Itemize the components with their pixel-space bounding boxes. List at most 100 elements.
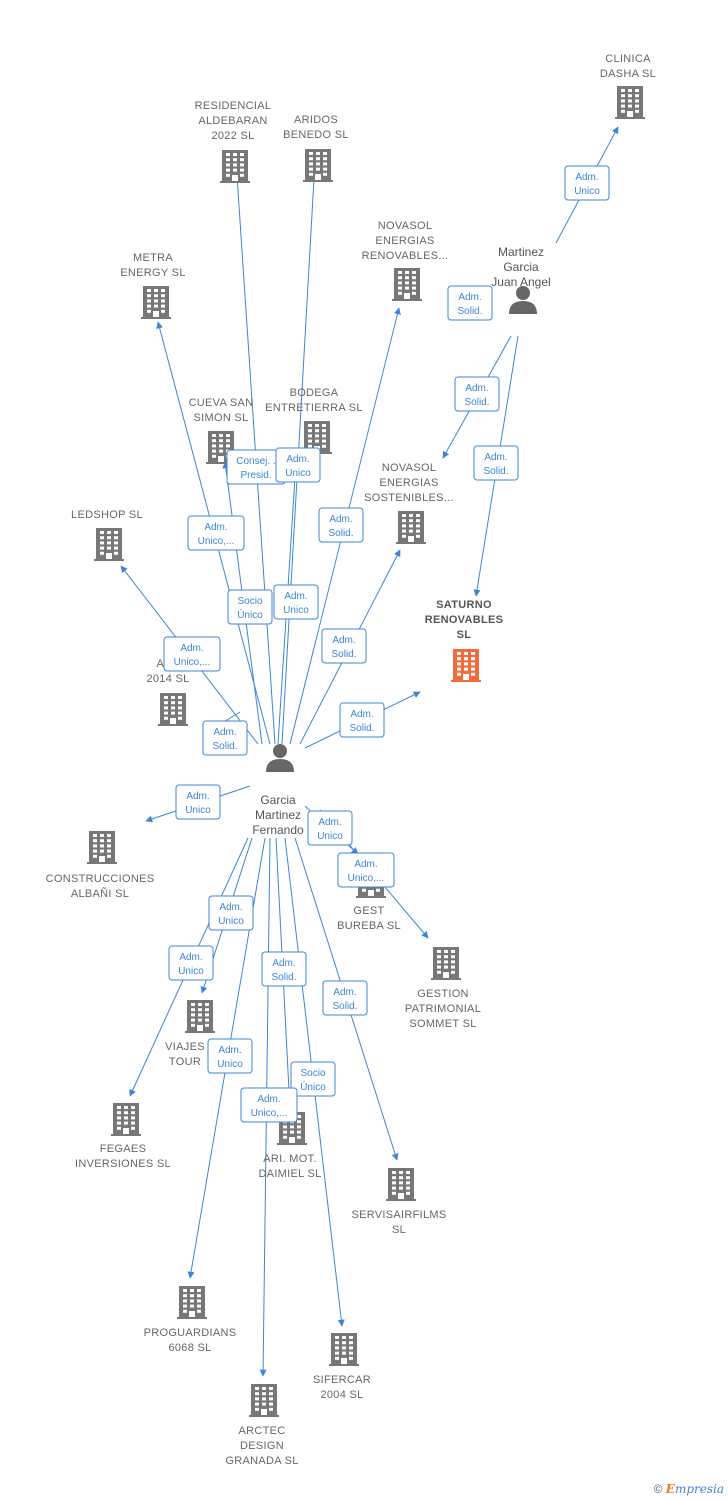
company-node-proguardians[interactable]: PROGUARDIANS 6068 SL	[144, 1286, 237, 1354]
relation-badge-r_aridos[interactable]: Adm.Unico	[273, 584, 319, 620]
footer-brand[interactable]: © Empresia	[654, 1482, 724, 1496]
company-label[interactable]: CONSTRUCCIONES	[46, 873, 155, 885]
building-icon[interactable]	[392, 268, 422, 301]
person-label[interactable]: Juan Angel	[491, 275, 550, 289]
company-label[interactable]: GEST	[353, 905, 384, 917]
relation-badge-r_prog[interactable]: Adm.Unico	[207, 1038, 253, 1074]
company-label[interactable]: BENEDO SL	[283, 129, 349, 141]
relation-badge-r_viajes[interactable]: Adm.Unico	[208, 895, 254, 931]
company-label[interactable]: DESIGN	[240, 1440, 284, 1452]
company-label[interactable]: ENTRETIERRA SL	[265, 402, 363, 414]
building-icon[interactable]	[249, 1384, 279, 1417]
company-label[interactable]: SOSTENIBLES...	[364, 492, 454, 504]
company-node-residencial[interactable]: RESIDENCIAL ALDEBARAN 2022 SL	[195, 100, 272, 183]
relation-badge-r_gest[interactable]: Adm.Unico	[307, 810, 353, 846]
company-node-novasol_sos[interactable]: NOVASOL ENERGIAS SOSTENIBLES...	[364, 462, 454, 544]
company-label[interactable]: NOVASOL	[378, 220, 432, 232]
company-node-metra[interactable]: METRA ENERGY SL	[120, 252, 185, 319]
building-icon[interactable]	[431, 947, 461, 980]
company-node-gestion[interactable]: GESTION PATRIMONIAL SOMMET SL	[405, 947, 481, 1030]
company-label[interactable]: DASHA SL	[600, 68, 656, 80]
building-icon[interactable]	[94, 528, 124, 561]
company-node-saturno[interactable]: SATURNO RENOVABLES SL	[425, 599, 504, 682]
company-label[interactable]: SATURNO	[436, 599, 492, 611]
company-node-servis[interactable]: SERVISAIRFILMS SL	[351, 1168, 446, 1236]
relation-badge-r_metra[interactable]: Adm.Unico,...	[187, 515, 245, 551]
relation-badge-r_clinica[interactable]: Adm.Unico	[564, 165, 610, 201]
building-icon[interactable]	[111, 1103, 141, 1136]
relation-badge-r_novasol_f[interactable]: Adm.Solid.	[318, 507, 364, 543]
building-icon[interactable]	[329, 1333, 359, 1366]
company-label[interactable]: ENERGY SL	[120, 267, 185, 279]
building-icon[interactable]	[615, 86, 645, 119]
company-label[interactable]: SERVISAIRFILMS	[351, 1209, 446, 1221]
company-label[interactable]: INVERSIONES SL	[75, 1158, 171, 1170]
company-node-construcciones[interactable]: CONSTRUCCIONES ALBAÑI SL	[46, 831, 155, 900]
company-label[interactable]: FEGAES	[100, 1143, 146, 1155]
company-label[interactable]: RENOVABLES...	[362, 250, 449, 262]
relation-badge-r_arctec[interactable]: Adm.Unico,...	[240, 1087, 298, 1123]
building-icon[interactable]	[303, 149, 333, 182]
relation-badge-r_ari[interactable]: Adm.Solid.	[261, 951, 307, 987]
company-label[interactable]: ARI. MOT.	[263, 1153, 316, 1165]
relation-badge-r_bodega[interactable]: Adm.Unico	[275, 447, 321, 483]
company-label[interactable]: CLINICA	[605, 53, 651, 65]
company-label[interactable]: SL	[457, 629, 472, 641]
company-label[interactable]: DAIMIEL SL	[258, 1168, 321, 1180]
relation-badge-r_servis[interactable]: Adm.Solid.	[322, 980, 368, 1016]
company-label[interactable]: METRA	[133, 252, 173, 264]
building-icon[interactable]	[158, 693, 188, 726]
company-node-ledshop[interactable]: LEDSHOP SL	[71, 509, 143, 561]
company-label[interactable]: SIMON SL	[194, 412, 249, 424]
company-label[interactable]: ENERGIAS	[379, 477, 438, 489]
company-label[interactable]: 2022 SL	[211, 130, 254, 142]
company-label[interactable]: BODEGA	[290, 387, 339, 399]
company-label[interactable]: ARCTEC	[238, 1425, 285, 1437]
company-label[interactable]: ALDEBARAN	[198, 115, 267, 127]
relation-badge-r_juan_sat[interactable]: Adm.Solid.	[473, 445, 519, 481]
building-icon[interactable]	[185, 1000, 215, 1033]
relation-badge-r_gestion[interactable]: Adm.Unico,...	[337, 852, 395, 888]
company-label[interactable]: CUEVA SAN	[189, 397, 254, 409]
company-label[interactable]: ALBAÑI SL	[71, 887, 129, 900]
company-label[interactable]: RESIDENCIAL	[195, 100, 272, 112]
relation-badge-r_juan_novasol[interactable]: Adm.Solid.	[447, 285, 493, 321]
company-label[interactable]: LEDSHOP SL	[71, 509, 143, 521]
company-label[interactable]: 2004 SL	[320, 1389, 363, 1401]
relation-badge-r_juan_sos[interactable]: Adm.Solid.	[454, 376, 500, 412]
company-label[interactable]: SL	[392, 1224, 406, 1236]
person-label[interactable]: Martinez	[498, 245, 544, 259]
company-node-novasol_ren[interactable]: NOVASOL ENERGIAS RENOVABLES...	[362, 220, 449, 301]
person-label[interactable]: Martinez	[255, 808, 301, 822]
person-label[interactable]: Garcia	[260, 793, 296, 807]
relation-badge-r_sos_f[interactable]: Adm.Solid.	[321, 628, 367, 664]
company-label[interactable]: SOMMET SL	[409, 1018, 476, 1030]
company-label[interactable]: PATRIMONIAL	[405, 1003, 481, 1015]
building-icon[interactable]	[141, 286, 171, 319]
company-label[interactable]: PROGUARDIANS	[144, 1327, 237, 1339]
company-label[interactable]: SIFERCAR	[313, 1374, 371, 1386]
relation-badge-r_sat_f[interactable]: Adm.Solid.	[339, 702, 385, 738]
company-node-arctec[interactable]: ARCTEC DESIGN GRANADA SL	[225, 1384, 298, 1467]
person-label[interactable]: Fernando	[252, 823, 304, 837]
company-label[interactable]: GESTION	[417, 988, 469, 1000]
company-label[interactable]: TOUR	[169, 1056, 201, 1068]
company-label[interactable]: NOVASOL	[382, 462, 436, 474]
company-label[interactable]: RENOVABLES	[425, 614, 504, 626]
company-label[interactable]: GRANADA SL	[225, 1455, 298, 1467]
company-node-sifercar[interactable]: SIFERCAR 2004 SL	[313, 1333, 371, 1401]
company-node-fegaes[interactable]: FEGAES INVERSIONES SL	[75, 1103, 171, 1170]
company-label[interactable]: ENERGIAS	[375, 235, 434, 247]
building-icon[interactable]	[386, 1168, 416, 1201]
building-icon[interactable]	[177, 1286, 207, 1319]
company-label[interactable]: 6068 SL	[168, 1342, 211, 1354]
company-node-clinica[interactable]: CLINICA DASHA SL	[600, 53, 656, 119]
person-label[interactable]: Garcia	[503, 260, 539, 274]
relation-badge-r_constr[interactable]: Adm.Unico	[175, 784, 221, 820]
